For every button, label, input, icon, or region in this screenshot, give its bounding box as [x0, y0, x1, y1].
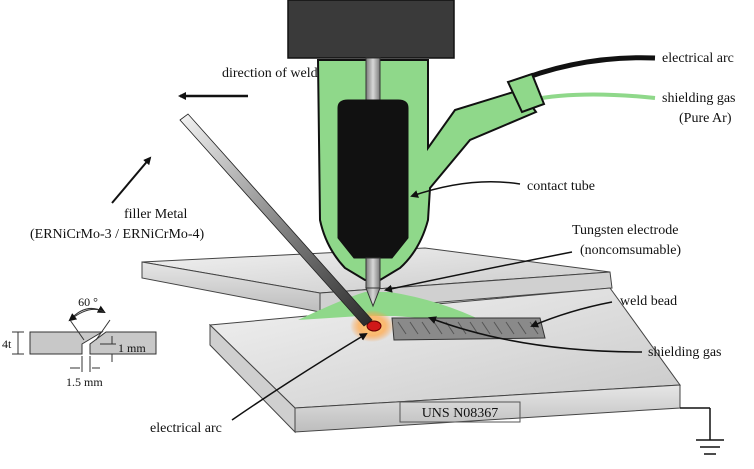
contact-tube: [337, 99, 409, 259]
filler-spec-label: (ERNiCrMo-3 / ERNiCrMo-4): [30, 227, 205, 242]
contact-tube-leader: [410, 180, 521, 198]
tungsten-electrode: [365, 257, 381, 308]
weld-bead-leader: [530, 301, 613, 328]
shielding-gas-leader: [428, 316, 643, 353]
torch-head: [287, 0, 455, 59]
filler-leader: [111, 156, 152, 204]
filler-metal-label: filler Metal: [124, 207, 187, 222]
tungsten-electrode-label: Tungsten electrode: [572, 223, 678, 238]
plate-label-box: UNS N08367: [399, 401, 521, 423]
hose-connector: [506, 72, 546, 114]
joint-root-gap-label: 1.5 mm: [66, 375, 103, 389]
joint-angle-label: 60 °: [78, 295, 98, 309]
shielding-gas-label-top: shielding gas: [662, 91, 736, 106]
noncomsumable-label: (noncomsumable): [580, 243, 681, 258]
contact-tube-label: contact tube: [527, 179, 595, 194]
direction-of-weld-label: direction of weld: [222, 66, 318, 81]
tungsten-leader: [384, 251, 573, 293]
pure-ar-label: (Pure Ar): [679, 111, 732, 126]
weld-bead: [391, 317, 546, 341]
electrical-arc-leader: [231, 332, 368, 421]
arc-core: [366, 320, 382, 332]
electrical-arc-label-bottom: electrical arc: [150, 421, 222, 436]
shielding-gas-label-bottom: shielding gas: [648, 345, 722, 360]
plate-label: UNS N08367: [422, 406, 499, 421]
weld-bead-label: weld bead: [620, 294, 677, 309]
filler-rod: [179, 113, 373, 327]
ground-symbol: [680, 407, 724, 455]
joint-root-face-label: 1 mm: [118, 341, 146, 355]
electrical-arc-label-top: electrical arc: [662, 51, 734, 66]
joint-thickness-label: 4t: [2, 337, 12, 351]
joint-detail: [12, 305, 157, 372]
shielding-gas-hose: [529, 92, 656, 102]
